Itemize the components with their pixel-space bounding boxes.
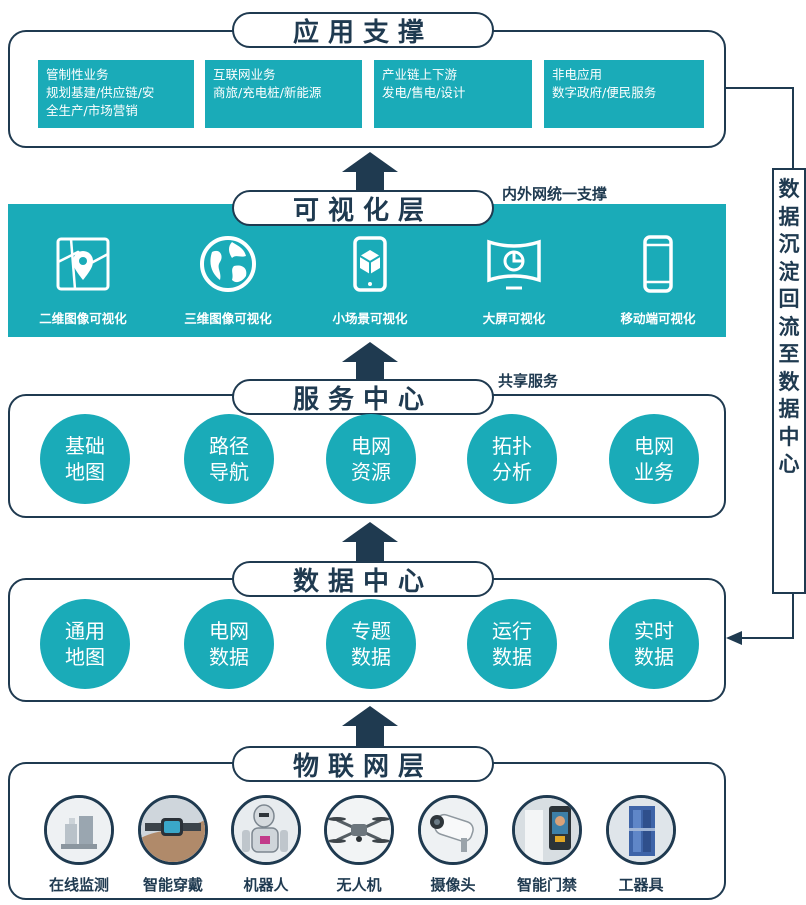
iot-device-drone (324, 795, 394, 865)
iot-device-camera (418, 795, 488, 865)
service-item-grid-business: 电网 业务 (609, 414, 699, 504)
service-item-base-map: 基础 地图 (40, 414, 130, 504)
application-layer-title: 应用支撑 (232, 12, 494, 48)
app-box-line: 发电/售电/设计 (382, 85, 466, 100)
circle-line: 地图 (65, 460, 105, 484)
service-item-grid-resources: 电网 资源 (326, 414, 416, 504)
app-box-internet: 互联网业务 商旅/充电桩/新能源 (205, 60, 362, 128)
side-note-text: 数据沉淀回流至数据中心 (778, 177, 800, 476)
circle-line: 数据 (209, 645, 249, 669)
data-item-grid-data: 电网 数据 (184, 599, 274, 689)
circle-line: 分析 (492, 460, 532, 484)
circle-line: 路径 (209, 434, 249, 458)
iot-device-tools (606, 795, 676, 865)
visualization-layer-title: 可视化层 (232, 190, 494, 226)
data-item-operation-data: 运行 数据 (467, 599, 557, 689)
up-arrow-icon (342, 342, 398, 384)
vis-item-label: 小场景可视化 (332, 311, 408, 326)
app-box-regulated: 管制性业务 规划基建/供应链/安 全生产/市场营销 (38, 60, 194, 128)
data-item-general-map: 通用 地图 (40, 599, 130, 689)
vis-item-label: 移动端可视化 (620, 311, 696, 326)
data-item-thematic-data: 专题 数据 (326, 599, 416, 689)
iot-device-wearable (138, 795, 208, 865)
up-arrow-icon (342, 152, 398, 194)
up-arrow-icon (342, 522, 398, 564)
feedback-connector-bottom (740, 637, 794, 639)
robot-icon (234, 798, 298, 862)
app-box-line: 规划基建/供应链/安 (46, 85, 155, 100)
vis-item-label: 三维图像可视化 (184, 311, 272, 326)
vis-item-label: 二维图像可视化 (39, 311, 127, 326)
up-arrow-icon (342, 706, 398, 748)
iot-device-monitoring (44, 795, 114, 865)
side-note-box (772, 168, 806, 594)
map-pin-icon (56, 237, 110, 291)
circle-line: 数据 (634, 645, 674, 669)
iot-label: 智能门禁 (516, 876, 577, 894)
vis-item-2d: 二维图像可视化 (18, 234, 148, 327)
iot-device-access-control (512, 795, 582, 865)
circle-line: 电网 (351, 434, 391, 458)
vis-item-3d: 三维图像可视化 (163, 234, 293, 327)
app-box-line: 非电应用 (552, 67, 603, 82)
service-center-note: 共享服务 (498, 372, 559, 390)
iot-device-robot (231, 795, 301, 865)
tool-icon (609, 798, 673, 862)
iot-label: 工器具 (618, 876, 664, 894)
data-item-realtime-data: 实时 数据 (609, 599, 699, 689)
left-arrowhead-icon (726, 631, 742, 645)
circle-line: 数据 (351, 645, 391, 669)
big-screen-chart-icon (487, 239, 541, 290)
iot-label: 无人机 (336, 876, 382, 894)
app-box-line: 管制性业务 (46, 67, 109, 82)
app-box-line: 互联网业务 (213, 67, 276, 82)
monitoring-device-icon (47, 798, 111, 862)
circle-line: 电网 (634, 434, 674, 458)
vis-item-small-scene: 小场景可视化 (305, 234, 435, 327)
circle-line: 电网 (209, 619, 249, 643)
circle-line: 资源 (351, 460, 391, 484)
circle-line: 业务 (634, 460, 674, 484)
circle-line: 基础 (65, 434, 105, 458)
circle-line: 通用 (65, 619, 105, 643)
vis-item-label: 大屏可视化 (482, 311, 546, 326)
circle-line: 专题 (351, 619, 391, 643)
drone-icon (327, 798, 391, 862)
iot-layer-title: 物联网层 (232, 746, 494, 782)
app-box-line: 全生产/市场营销 (46, 103, 138, 118)
iot-label: 机器人 (243, 876, 289, 894)
mobile-phone-icon (643, 235, 673, 293)
app-box-line: 数字政府/便民服务 (552, 85, 657, 100)
tablet-cube-icon (353, 236, 387, 292)
vis-item-mobile: 移动端可视化 (593, 234, 723, 327)
vis-item-big-screen: 大屏可视化 (449, 234, 579, 327)
service-center-title: 服务中心 (232, 379, 494, 415)
circle-line: 地图 (65, 645, 105, 669)
service-item-topology-analysis: 拓扑 分析 (467, 414, 557, 504)
camera-icon (421, 798, 485, 862)
app-box-line: 产业链上下游 (382, 67, 458, 82)
circle-line: 实时 (634, 619, 674, 643)
app-box-industry-chain: 产业链上下游 发电/售电/设计 (374, 60, 532, 128)
app-box-line: 商旅/充电桩/新能源 (213, 85, 322, 100)
visualization-note: 内外网统一支撑 (502, 185, 608, 203)
iot-label: 摄像头 (430, 876, 476, 894)
iot-label: 智能穿戴 (142, 876, 203, 894)
app-box-non-power: 非电应用 数字政府/便民服务 (544, 60, 704, 128)
smart-watch-icon (141, 798, 205, 862)
globe-icon (200, 236, 256, 292)
iot-label: 在线监测 (48, 876, 109, 894)
data-center-title: 数据中心 (232, 561, 494, 597)
circle-line: 数据 (492, 645, 532, 669)
service-item-route-navigation: 路径 导航 (184, 414, 274, 504)
circle-line: 导航 (209, 460, 249, 484)
circle-line: 运行 (492, 619, 532, 643)
feedback-connector-top (726, 87, 794, 89)
circle-line: 拓扑 (492, 434, 532, 458)
access-control-icon (515, 798, 579, 862)
